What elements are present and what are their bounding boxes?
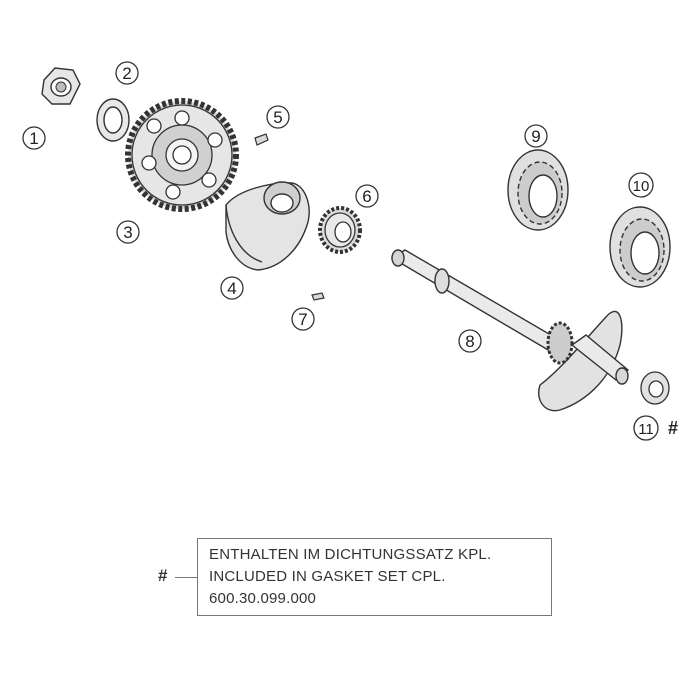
callout-11-label: 11 [638, 421, 654, 438]
part-8-balancer-shaft [390, 249, 630, 412]
gasket-set-note: ENTHALTEN IM DICHTUNGSSATZ KPL. INCLUDED… [197, 538, 552, 616]
part-1-hex-nut [41, 67, 81, 105]
callout-6-label: 6 [362, 187, 371, 206]
part-11-seal-ring [640, 371, 670, 405]
callout-9: 9 [524, 124, 548, 148]
part-4-balancer-weight [225, 181, 310, 271]
callout-11: 11 [633, 415, 659, 441]
callout-5: 5 [266, 105, 290, 129]
note-part-number: 600.30.099.000 [209, 590, 317, 607]
part-3-gear [125, 98, 239, 212]
part-9-ball-bearing [507, 149, 569, 231]
callout-7-label: 7 [298, 310, 307, 329]
callout-3: 3 [116, 220, 140, 244]
callout-10: 10 [628, 172, 654, 198]
callout-2: 2 [115, 61, 139, 85]
callout-5-label: 5 [273, 108, 282, 127]
note-leader-line [175, 577, 197, 578]
callout-3-label: 3 [123, 223, 132, 242]
callout-8-label: 8 [465, 332, 474, 351]
callout-11-hash-marker: # [668, 418, 678, 438]
part-7-key [311, 292, 325, 301]
part-2-washer [96, 98, 130, 142]
callout-1: 1 [22, 126, 46, 150]
callout-9-label: 9 [531, 127, 540, 146]
callout-10-label: 10 [633, 178, 650, 195]
note-hash-marker: # [158, 566, 168, 585]
note-line-english: INCLUDED IN GASKET SET CPL. [209, 568, 446, 585]
part-10-ball-bearing [609, 206, 671, 288]
note-line-german: ENTHALTEN IM DICHTUNGSSATZ KPL. [209, 546, 492, 563]
callout-8: 8 [458, 329, 482, 353]
callout-2-label: 2 [122, 64, 131, 83]
callout-1-label: 1 [29, 129, 38, 148]
part-5-key [254, 133, 269, 146]
callout-6: 6 [355, 184, 379, 208]
callout-7: 7 [291, 307, 315, 331]
part-6-needle-bearing [318, 206, 362, 254]
callout-4-label: 4 [227, 279, 236, 298]
callout-4: 4 [220, 276, 244, 300]
